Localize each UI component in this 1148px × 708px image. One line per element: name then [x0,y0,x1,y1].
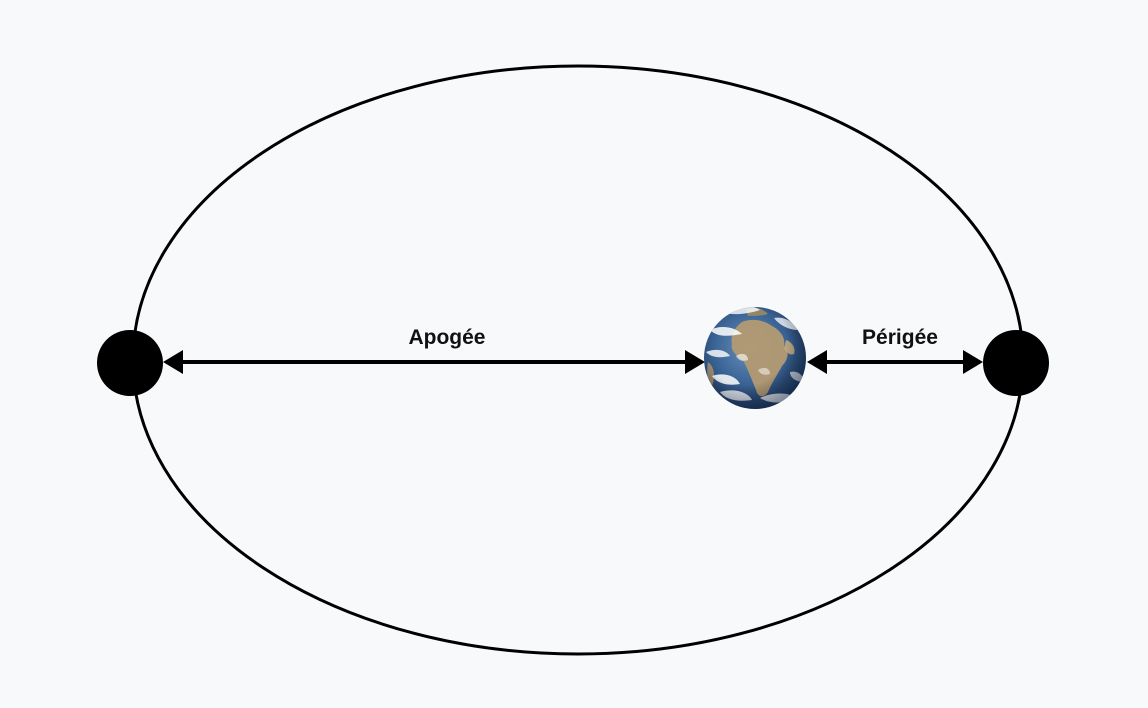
perigee-label: Périgée [862,326,938,349]
moon-perigee-icon [983,330,1049,396]
apogee-label: Apogée [408,326,485,349]
perigee-arrow [807,350,983,374]
apogee-arrow [163,350,705,374]
moon-apogee-icon [97,330,163,396]
earth-icon [704,307,806,409]
